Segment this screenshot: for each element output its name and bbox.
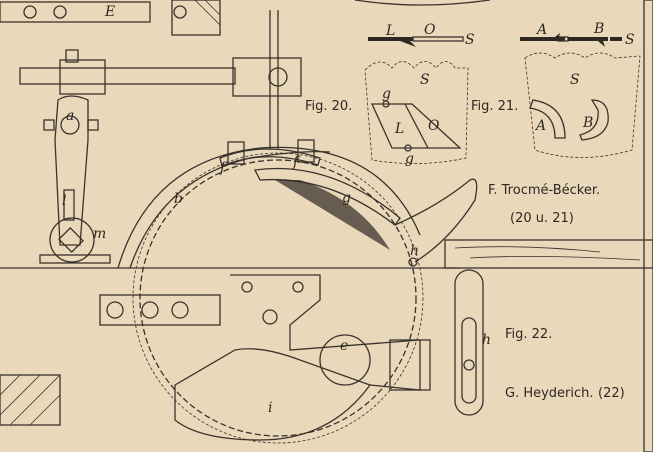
- label-plate21-B: B: [582, 115, 593, 131]
- label-a: a: [66, 108, 74, 124]
- caption-fig20: Fig. 20.: [305, 99, 352, 114]
- label-f2: f: [292, 154, 301, 170]
- label-i: i: [268, 400, 272, 416]
- bottom-left-hatch: [0, 374, 61, 426]
- label-m: m: [93, 226, 106, 242]
- fig20-plate: [364, 61, 469, 164]
- author-heyderich: G. Heyderich.: [505, 386, 594, 401]
- label-plate20-O: O: [428, 118, 440, 134]
- label-fig20-L: L: [385, 23, 395, 39]
- label-plate20-S: S: [420, 72, 430, 88]
- label-plate20-L: L: [394, 121, 404, 137]
- page-border: [643, 0, 653, 452]
- fig20-strip: [368, 36, 464, 47]
- caption-fig21: Fig. 21.: [471, 99, 518, 114]
- label-E: E: [104, 4, 115, 20]
- label-fig21-A: A: [535, 22, 547, 38]
- label-fig20-O: O: [424, 22, 436, 38]
- label-h: h: [410, 243, 419, 259]
- top-left-fragment: [0, 0, 491, 36]
- fig21-plate: [524, 52, 641, 158]
- label-g: g: [342, 190, 351, 206]
- label-fig21-B: B: [593, 21, 604, 37]
- label-f1: f: [219, 160, 228, 176]
- clamp-stand: [19, 10, 302, 264]
- guard-hood: [117, 139, 478, 269]
- author-trocme-becker: F. Trocmé-Bécker.: [488, 183, 600, 198]
- label-plate20-g-bottom: g: [405, 151, 414, 167]
- label-h2: h: [482, 332, 491, 348]
- author-trocme-becker-refs: (20 u. 21): [510, 211, 574, 226]
- workpiece-board: [444, 239, 653, 269]
- author-heyderich-refs: (22): [598, 386, 625, 401]
- label-b: b: [174, 191, 183, 207]
- label-fig20-S: S: [465, 32, 475, 48]
- saw-blade: [132, 152, 424, 444]
- label-fig21-S: S: [625, 32, 635, 48]
- lower-bracket: [99, 269, 484, 441]
- label-plate20-g-top: g: [382, 86, 391, 102]
- fig21-strip: [520, 33, 622, 47]
- caption-fig22: Fig. 22.: [505, 327, 552, 342]
- label-plate21-A: A: [534, 118, 546, 134]
- label-e: e: [340, 338, 348, 354]
- label-l: l: [62, 193, 66, 209]
- label-plate21-S: S: [570, 72, 580, 88]
